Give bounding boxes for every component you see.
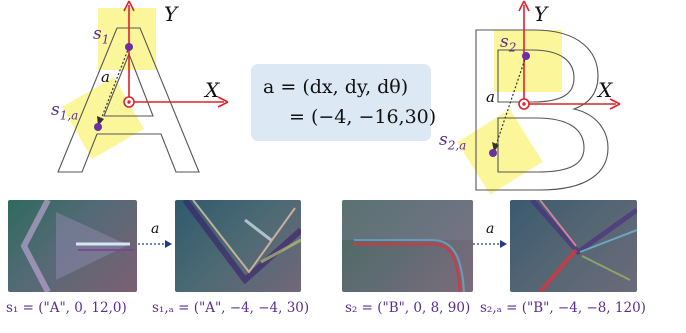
action-equation-box: a = (dx, dy, dθ) = (−4, −16,30) xyxy=(251,64,436,141)
point-s2 xyxy=(522,52,530,60)
letter-a-outline xyxy=(57,27,200,173)
action-arrow-b xyxy=(494,55,527,149)
point-s1 xyxy=(125,43,133,51)
letter-b-outline xyxy=(475,29,609,191)
patch-s2a xyxy=(510,200,637,292)
caption-s2a: s₂,ₐ = ("B", −4, −8, 120) xyxy=(480,300,646,316)
state-label-s1a: s1,a xyxy=(51,100,79,123)
state-label-s1: s1 xyxy=(93,24,110,47)
action-label-b: a xyxy=(486,88,495,106)
equation-line-1: a = (dx, dy, dθ) xyxy=(263,76,409,98)
axis-y-label-b: Y xyxy=(534,2,548,26)
point-s2a xyxy=(489,149,497,157)
action-label-a: a xyxy=(101,68,110,86)
patch-s1a xyxy=(175,200,301,292)
point-s1a xyxy=(94,123,102,131)
state-label-s2: s2 xyxy=(500,32,517,55)
state-label-s2a: s2,a xyxy=(439,130,467,153)
equation-line-2: = (−4, −16,30) xyxy=(289,106,437,128)
state-window-s2 xyxy=(494,30,562,92)
caption-s1: s₁ = ("A", 0, 12,0) xyxy=(6,300,127,316)
caption-s1a: s₁,ₐ = ("A", −4, −4, 30) xyxy=(152,300,310,316)
axis-y-label-a: Y xyxy=(164,2,178,26)
patch-arrow-label-1: a xyxy=(151,221,160,237)
caption-s2: s₂ = ("B", 0, 8, 90) xyxy=(345,300,471,316)
axis-x-label-b: X xyxy=(598,78,613,102)
axis-x-label-a: X xyxy=(205,78,220,102)
patch-arrow-1 xyxy=(138,240,172,248)
patch-arrow-2 xyxy=(473,240,507,248)
state-window-s1a xyxy=(62,77,144,159)
state-window-s2a xyxy=(457,109,543,195)
patch-s2 xyxy=(342,200,473,292)
action-arrow-a xyxy=(99,46,130,123)
patch-s1 xyxy=(8,200,137,292)
patch-arrow-label-2: a xyxy=(486,221,495,237)
